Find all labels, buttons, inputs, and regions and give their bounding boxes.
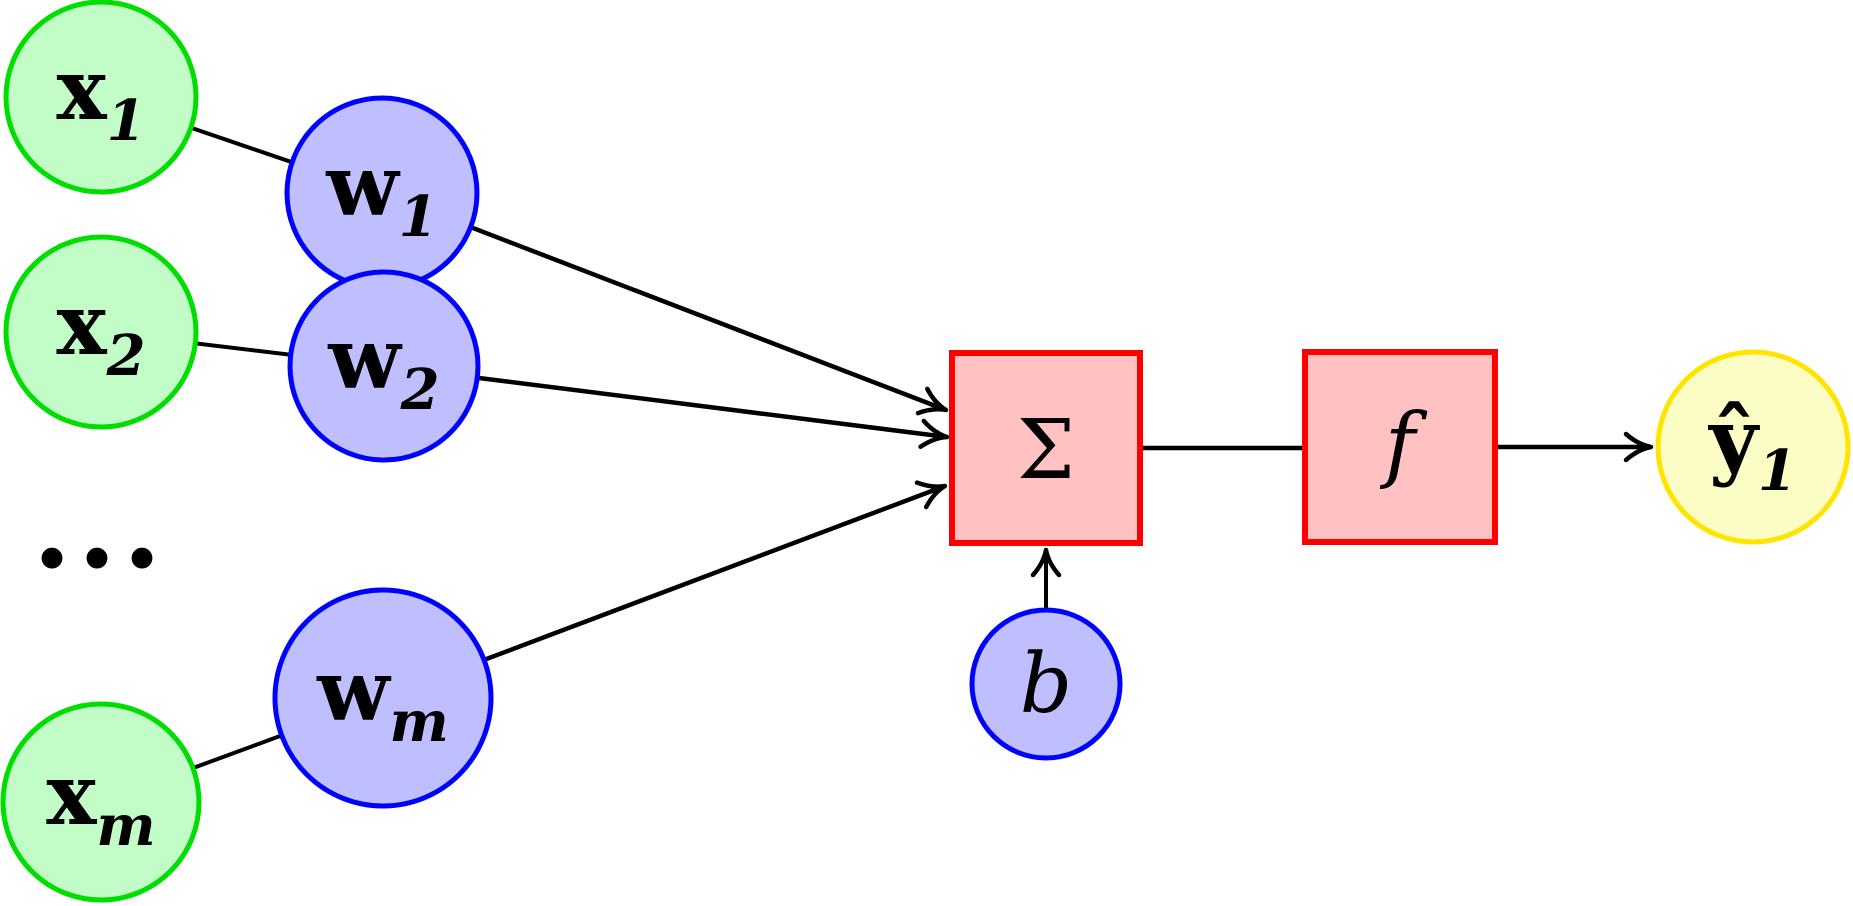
node-x1-label-sub: 1 [107, 88, 146, 154]
node-y1-circle [1655, 349, 1851, 545]
node-sum-label: Σ [1017, 403, 1075, 498]
node-w2-label-sub: 2 [400, 357, 440, 423]
node-w2-label: w2 [327, 309, 439, 423]
node-activation-box [1302, 349, 1498, 545]
node-x2: x2 [3, 234, 199, 430]
node-wm-label-sub: m [390, 689, 449, 755]
node-w2-label-main: w [327, 309, 402, 408]
node-x2-label: x2 [56, 275, 145, 389]
node-sum: Σ [949, 350, 1143, 546]
node-wm-circle [272, 587, 494, 809]
node-x1-circle [3, 0, 199, 195]
node-x1: x1 [3, 0, 199, 195]
node-w1-label: w1 [325, 136, 437, 250]
node-bias: b [969, 607, 1123, 761]
node-x2-label-main: x [56, 275, 107, 374]
node-w1-label-main: w [325, 136, 400, 235]
node-wm-label-main: w [316, 641, 391, 740]
edge-w1-sum [381, 190, 949, 416]
node-y1-label-main: ŷ [1707, 390, 1760, 489]
node-w1-label-sub: 1 [399, 184, 438, 250]
node-xm-label: xm [46, 745, 155, 859]
node-y1-label-sub: 1 [1758, 438, 1797, 504]
node-xm-circle [0, 701, 202, 903]
node-x2-label-sub: 2 [106, 323, 146, 389]
ellipsis-dots: ··· [33, 493, 168, 624]
node-xm-label-sub: m [96, 793, 155, 859]
node-activation: f [1302, 349, 1498, 545]
node-bias-circle [969, 607, 1123, 761]
node-bias-label: b [1020, 637, 1073, 732]
node-xm: xm [0, 701, 202, 903]
node-sum-box [949, 350, 1143, 546]
node-x2-circle [3, 234, 199, 430]
node-w2-circle [287, 269, 481, 463]
node-w2: w2 [287, 269, 481, 463]
node-w1: w1 [284, 95, 480, 291]
node-wm: wm [272, 587, 494, 809]
node-xm-label-main: x [46, 745, 97, 844]
node-y1: ŷ1 [1655, 349, 1851, 545]
node-wm-label: wm [316, 641, 449, 755]
node-x1-label-main: x [56, 40, 107, 139]
node-y1-label: ŷ1 [1707, 390, 1797, 504]
node-x1-label: x1 [56, 40, 145, 154]
